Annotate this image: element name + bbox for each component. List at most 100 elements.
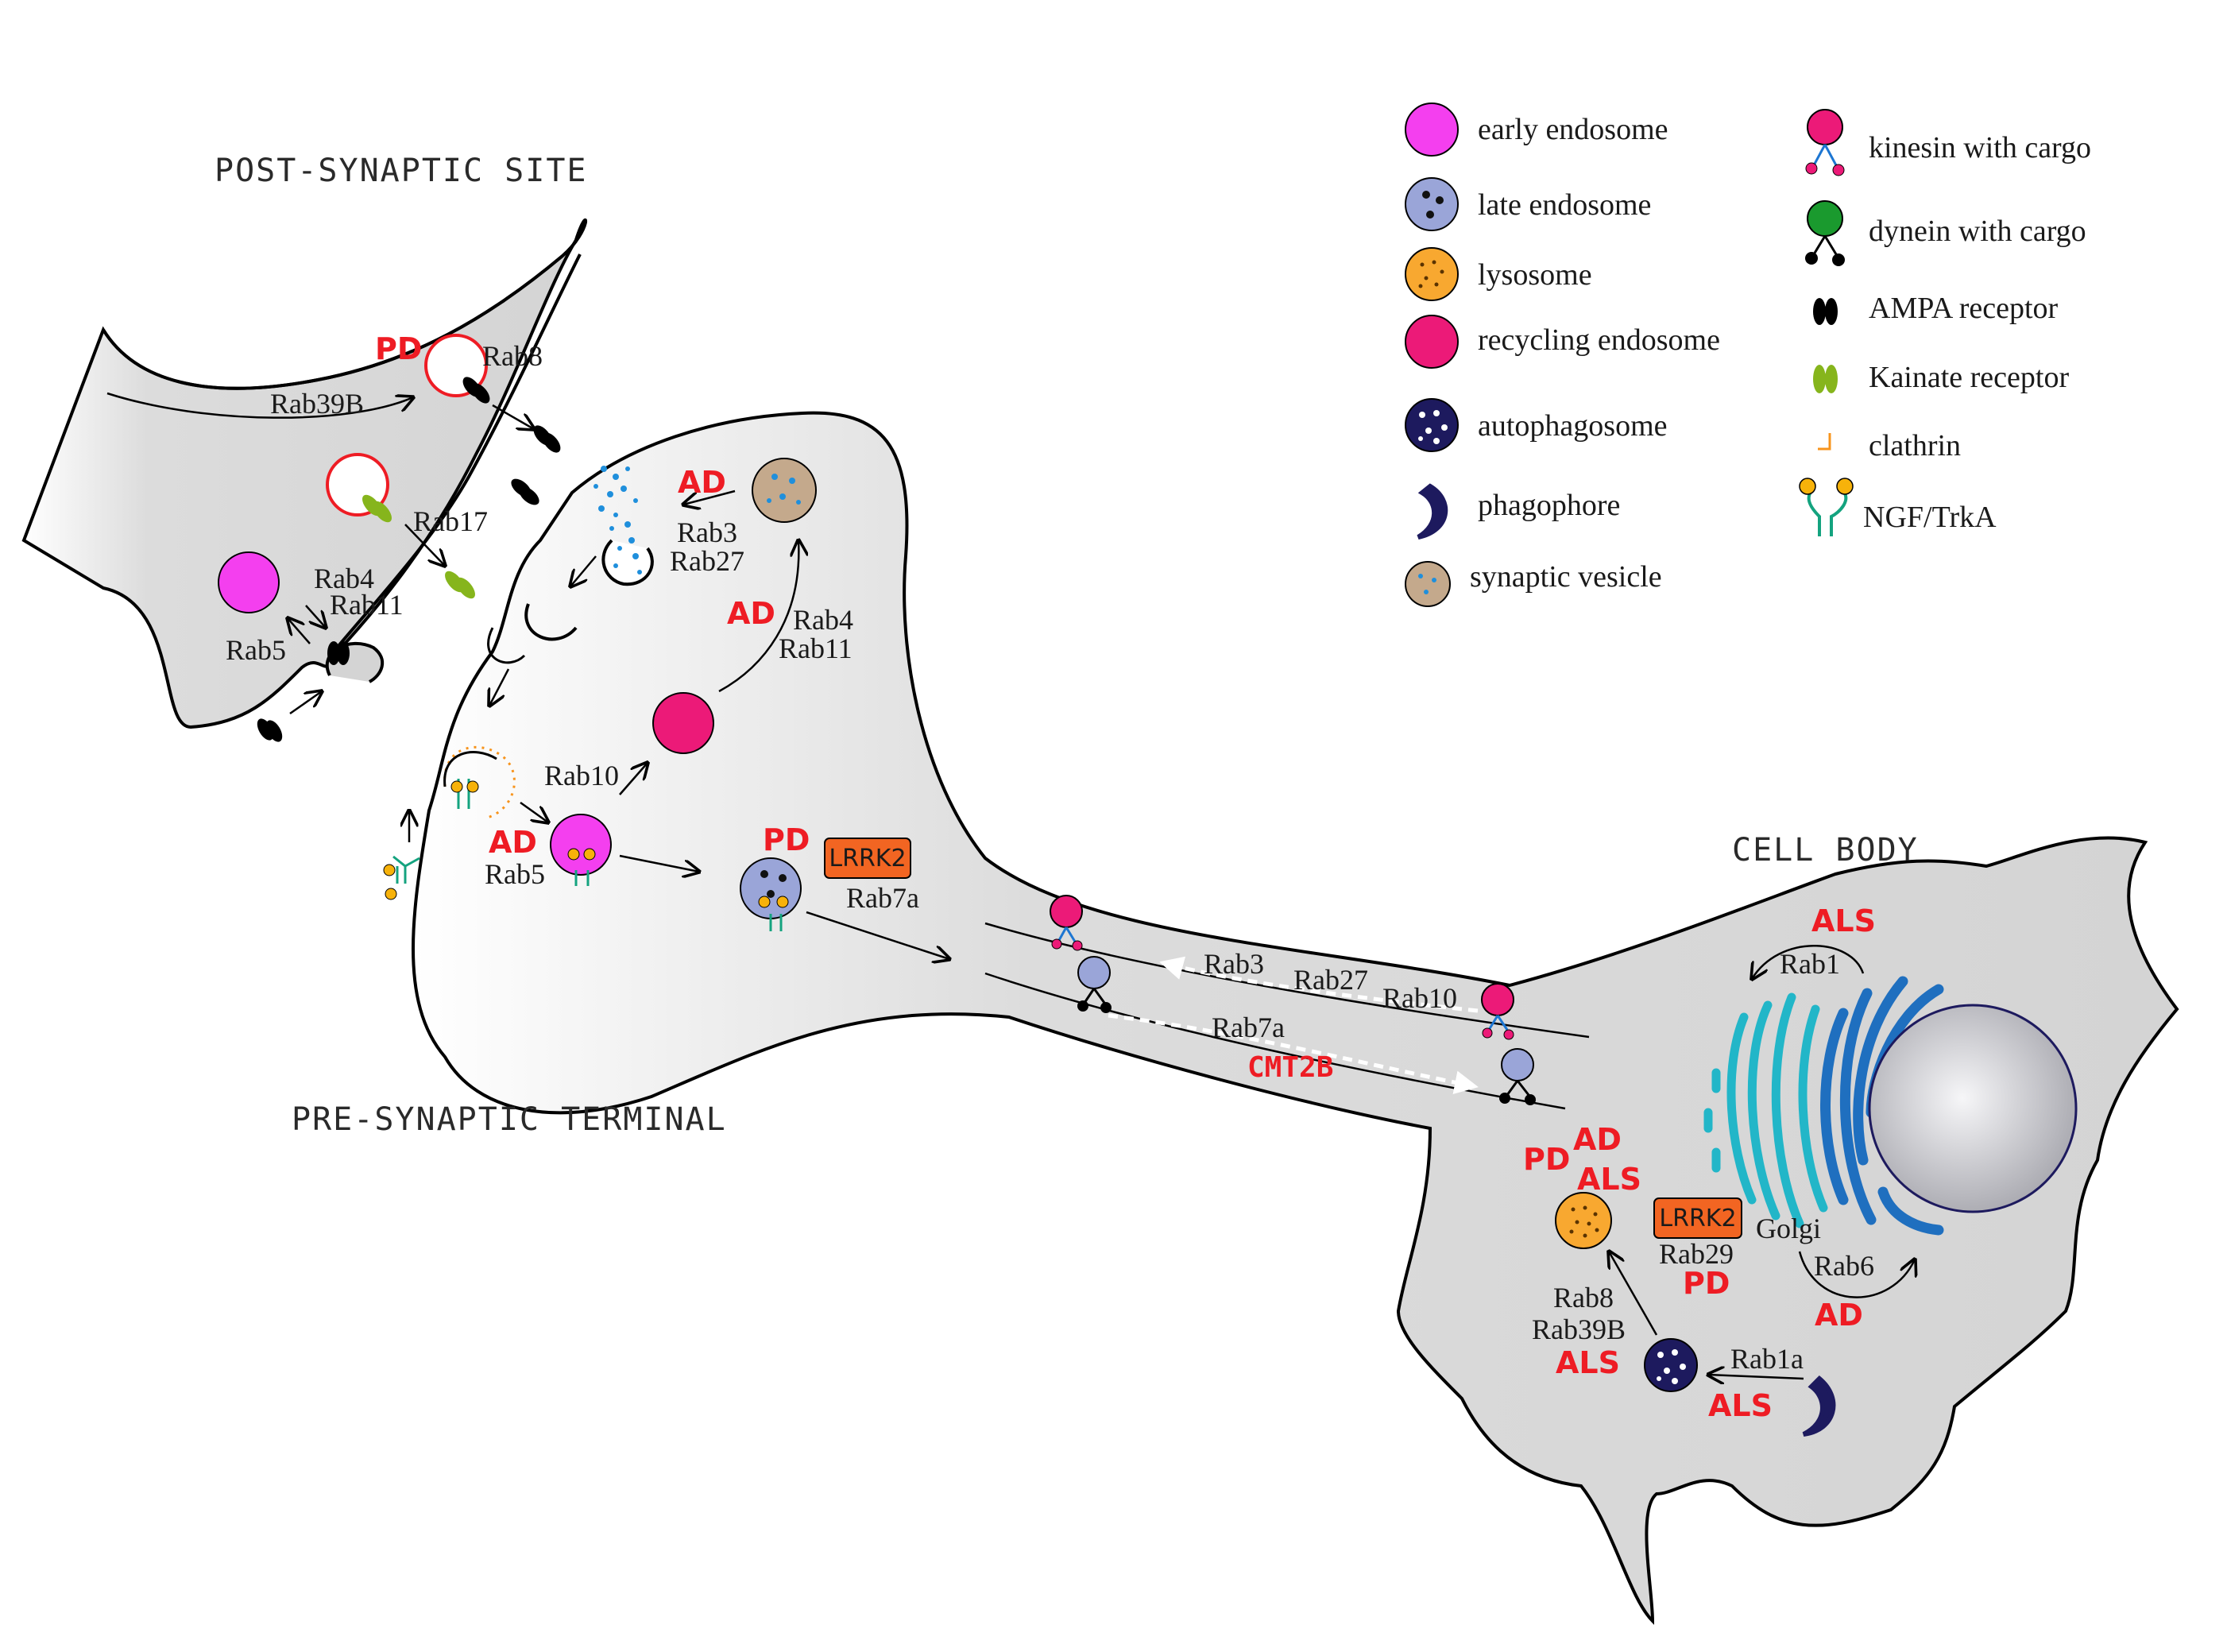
legend-lysosome-icon bbox=[1405, 247, 1459, 301]
ngf-trka-icon bbox=[383, 855, 420, 900]
soma-rab1-label: Rab1 bbox=[1780, 948, 1840, 980]
pre-ad-early-label: AD bbox=[489, 825, 537, 860]
soma-pd2-label: PD bbox=[1683, 1266, 1730, 1301]
pre-early-endosome bbox=[550, 814, 612, 876]
axon-rab27-label: Rab27 bbox=[1293, 964, 1368, 996]
soma-lrrk2-box bbox=[1653, 1197, 1742, 1239]
legend-ampa-label: AMPA receptor bbox=[1869, 292, 2059, 325]
rab6-loop-arrow bbox=[1798, 1251, 1915, 1298]
post-rab8-label: Rab8 bbox=[482, 340, 543, 372]
neuron-body bbox=[412, 411, 2179, 1625]
pre-rab5-label: Rab5 bbox=[485, 858, 545, 890]
soma-rab8-label: Rab8 bbox=[1553, 1282, 1614, 1313]
region-post-synaptic-label: POST-SYNAPTIC SITE bbox=[215, 153, 587, 189]
dynein-with-cargo-icon bbox=[1077, 956, 1112, 1013]
soma-als-lys-label: ALS bbox=[1577, 1162, 1641, 1197]
dynein-with-cargo-icon bbox=[1499, 1048, 1536, 1105]
ampa-receptor-icon bbox=[533, 425, 561, 453]
legend-kainate-receptor-icon bbox=[1813, 365, 1838, 393]
kainate-receptor-icon bbox=[445, 571, 475, 599]
legend-dynein-with-cargo-icon bbox=[1805, 200, 1845, 266]
post-rab17-label: Rab17 bbox=[413, 505, 488, 537]
pre-ad-rec-label: AD bbox=[727, 596, 775, 631]
post-pd-label: PD bbox=[375, 331, 422, 366]
legend-recycling-endosome-icon bbox=[1405, 315, 1459, 369]
soma-rab39b-label: Rab39B bbox=[1532, 1313, 1626, 1345]
pre-late-endosome bbox=[740, 857, 802, 919]
post-rab4-label: Rab4 bbox=[314, 563, 374, 594]
post-insert-arrow bbox=[289, 691, 322, 715]
soma-lrrk2-label: LRRK2 bbox=[1659, 1205, 1736, 1232]
legend-phagophore-label: phagophore bbox=[1478, 489, 1620, 522]
ampa-receptor-icon bbox=[462, 377, 490, 404]
auto-to-lys-arrow bbox=[1609, 1252, 1658, 1336]
axon-cmt2b-label: CMT2B bbox=[1247, 1051, 1333, 1084]
legend-late-endosome-icon bbox=[1405, 177, 1459, 231]
pit-to-clathrin-arrow bbox=[489, 668, 510, 706]
ampa-receptor-icon bbox=[511, 478, 539, 505]
phago-to-auto-arrow bbox=[1708, 1375, 1804, 1379]
pre-rab3-label: Rab3 bbox=[677, 516, 737, 548]
legend-late-endosome-label: late endosome bbox=[1478, 188, 1651, 222]
ngf-trka-icon bbox=[450, 779, 479, 809]
soma-rab29-label: Rab29 bbox=[1659, 1238, 1734, 1270]
legend-synaptic-vesicle-label: synaptic vesicle bbox=[1470, 560, 1662, 594]
late-to-axon-arrow bbox=[806, 911, 949, 959]
soma-als-auto-label: ALS bbox=[1556, 1345, 1620, 1380]
legend-recycling-endosome-label: recycling endosome bbox=[1478, 323, 1720, 357]
legend-ngf-trka-icon bbox=[1799, 478, 1854, 536]
axon-rab10-label: Rab10 bbox=[1382, 982, 1457, 1014]
legend-clathrin-icon bbox=[1818, 433, 1831, 451]
pre-rab4-label: Rab4 bbox=[793, 604, 853, 636]
axon-rab3-label: Rab3 bbox=[1204, 948, 1264, 980]
anterograde-dashed-arrow bbox=[1159, 956, 1479, 1013]
pre-recycling-endosome bbox=[652, 692, 714, 754]
ampa-receptor-icon bbox=[327, 641, 350, 665]
sv-to-exo-arrow bbox=[683, 489, 736, 505]
nucleus bbox=[1868, 1004, 2078, 1213]
released-neurotransmitter bbox=[593, 466, 642, 575]
pre-pd-late-label: PD bbox=[763, 822, 810, 857]
rab1-loop-arrow bbox=[1752, 945, 1865, 979]
exo-to-pit-arrow bbox=[570, 555, 597, 586]
early-to-late-arrow bbox=[619, 854, 699, 872]
post-rab39b-label: Rab39B bbox=[270, 388, 364, 420]
legend-kinesin-label: kinesin with cargo bbox=[1869, 131, 2091, 164]
rab8-arrow bbox=[492, 404, 534, 429]
pre-lrrk2-label: LRRK2 bbox=[829, 845, 906, 872]
post-rab5-label: Rab5 bbox=[226, 634, 286, 666]
pre-ad-sv-label: AD bbox=[678, 465, 726, 500]
legend-ngf-trka-label: NGF/TrkA bbox=[1863, 501, 1997, 534]
pre-rab7a-label: Rab7a bbox=[846, 882, 919, 914]
ngf-trka-icon bbox=[567, 848, 596, 886]
rab4-arrow bbox=[305, 605, 326, 628]
kainate-receptor-icon bbox=[362, 494, 392, 523]
legend-clathrin-label: clathrin bbox=[1869, 429, 1961, 462]
legend-phagophore-icon bbox=[1417, 483, 1448, 540]
recycling-to-sv-arrow bbox=[718, 540, 798, 693]
legend-dynein-label: dynein with cargo bbox=[1869, 215, 2086, 248]
soma-als-phago-label: ALS bbox=[1708, 1388, 1773, 1423]
golgi-apparatus bbox=[1703, 992, 1828, 1228]
pre-lrrk2-box bbox=[824, 838, 911, 879]
kinesin-with-cargo-icon bbox=[1481, 983, 1514, 1040]
legend-autophagosome-icon bbox=[1405, 398, 1459, 452]
soma-ad-label: AD bbox=[1573, 1122, 1622, 1157]
pre-synaptic-vesicle bbox=[752, 458, 817, 523]
clathrin-to-early-arrow bbox=[520, 801, 548, 822]
early-to-recycling-arrow bbox=[619, 763, 648, 795]
soma-autophagosome bbox=[1644, 1338, 1698, 1392]
legend-early-endosome-icon bbox=[1405, 103, 1459, 157]
kinesin-with-cargo-icon bbox=[1050, 895, 1083, 951]
post-rab11-label: Rab11 bbox=[330, 589, 404, 621]
legend-synaptic-vesicle-icon bbox=[1405, 561, 1451, 607]
soma-als-top-label: ALS bbox=[1811, 903, 1876, 938]
legend-autophagosome-label: autophagosome bbox=[1478, 409, 1668, 443]
soma-golgi-label: Golgi bbox=[1756, 1213, 1821, 1244]
soma-rab6-label: Rab6 bbox=[1814, 1250, 1874, 1282]
pre-rab11-label: Rab11 bbox=[779, 633, 853, 664]
pre-synaptic-membrane-pits bbox=[487, 603, 578, 664]
ampa-receptor-icon bbox=[257, 718, 283, 742]
pre-rab27-label: Rab27 bbox=[670, 545, 744, 577]
legend-lysosome-label: lysosome bbox=[1478, 258, 1592, 292]
